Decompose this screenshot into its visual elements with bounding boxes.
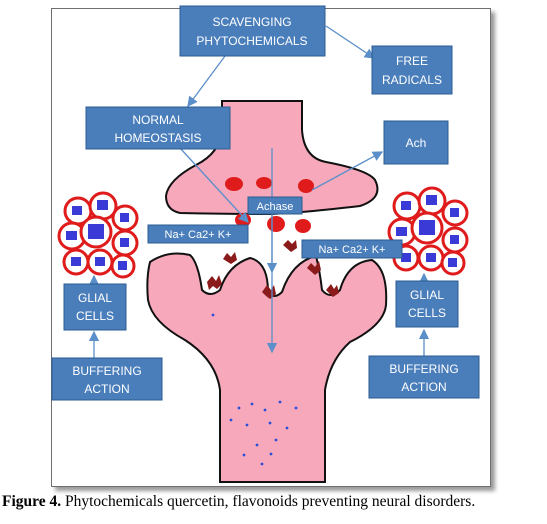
box-achase-label: Achase [257,201,294,213]
postsynaptic-dots [211,313,298,466]
box-free-radicals: FREE RADICALS [371,45,453,95]
glial-cells-right [387,186,469,276]
box-buffering-left-line2: ACTION [84,382,129,396]
box-glial-left: GLIAL CELLS [63,283,127,331]
postsynaptic-neuron [146,252,388,483]
arrow-scavenging-to-free-radicals [325,25,376,59]
box-scavenging-line2: PHYTOCHEMICALS [196,34,307,48]
box-glial-right-line1: GLIAL [410,288,444,302]
box-buffering-left: BUFFERING ACTION [51,357,163,401]
box-glial-right: GLIAL CELLS [395,280,459,328]
caption-text: Phytochemicals quercetin, flavonoids pre… [61,493,476,510]
glial-cells-left [57,191,139,279]
box-free-radicals-line1: FREE [396,54,428,68]
box-achase: Achase [247,196,303,215]
box-buffering-right-line1: BUFFERING [389,362,458,376]
neural-diagram: SCAVENGING PHYTOCHEMICALS FREE RADICALS … [51,5,480,483]
box-ions-left-label: Na+ Ca2+ K+ [165,229,232,241]
box-normal-homeostasis: NORMAL HOMEOSTASIS [85,106,231,150]
box-glial-right-line2: CELLS [408,306,446,320]
box-ach-label: Ach [406,136,427,150]
box-ions-right: Na+ Ca2+ K+ [301,239,403,259]
box-homeostasis-line1: NORMAL [132,113,184,127]
box-buffering-right-line2: ACTION [401,380,446,394]
box-scavenging-line1: SCAVENGING [212,15,291,29]
box-ions-right-label: Na+ Ca2+ K+ [319,244,386,256]
arrow-to-ach [311,151,384,191]
box-glial-left-line2: CELLS [76,309,114,323]
box-homeostasis-line2: HOMEOSTASIS [114,131,201,145]
box-scavenging: SCAVENGING PHYTOCHEMICALS [179,5,326,57]
box-buffering-left-line1: BUFFERING [72,364,141,378]
arrow-homeostasis-to-ions [179,147,249,223]
arrow-scavenging-to-homeostasis [187,55,226,108]
caption-label: Figure 4. [2,493,62,510]
box-free-radicals-line2: RADICALS [382,73,442,87]
box-ach: Ach [383,120,449,165]
figure-caption: Figure 4. Phytochemicals quercetin, flav… [2,493,547,511]
box-glial-left-line1: GLIAL [78,291,112,305]
box-buffering-right: BUFFERING ACTION [368,355,480,399]
box-ions-left: Na+ Ca2+ K+ [147,224,249,244]
